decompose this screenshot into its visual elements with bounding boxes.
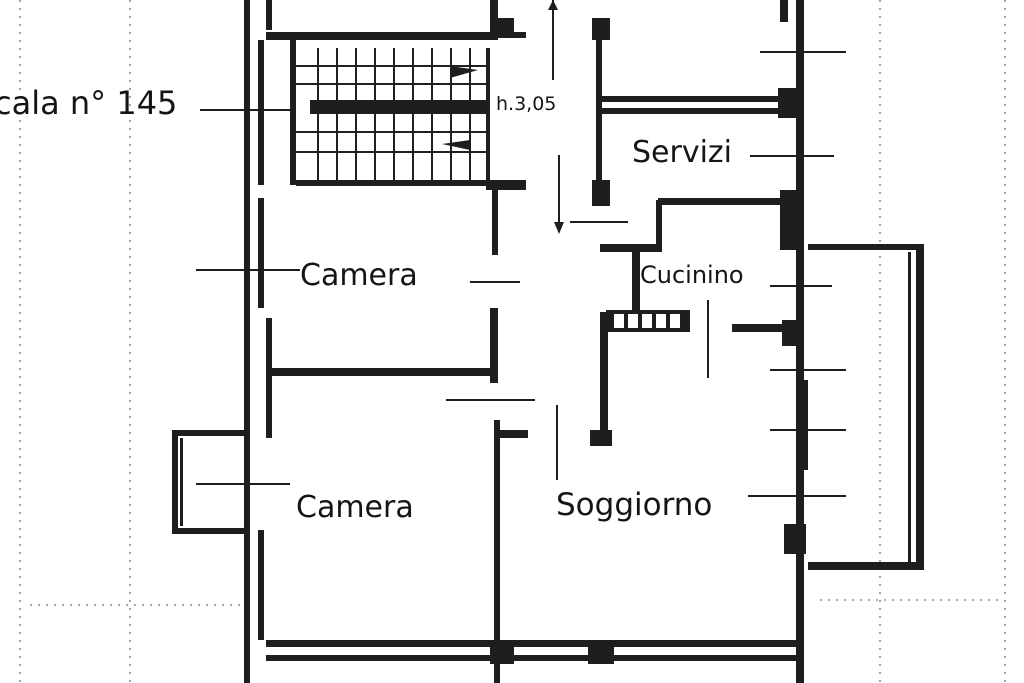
room-label-servizi: Servizi: [632, 135, 732, 170]
outer-wall-left: [244, 0, 272, 683]
room-label-camera-1: Camera: [300, 258, 418, 293]
room-label-soggiorno: Soggiorno: [556, 487, 712, 523]
height-label: h.3,05: [496, 93, 556, 115]
leader-lines: [196, 51, 846, 497]
bottom-walls: [266, 640, 800, 664]
counter-cell: [656, 314, 666, 328]
balcony-right: [784, 244, 924, 570]
counter-cell: [642, 314, 652, 328]
height-marker: [548, 0, 628, 234]
top-walls: [266, 0, 526, 40]
bay-window-left: [172, 430, 250, 534]
counter-hatch: [614, 314, 680, 328]
staircase: [290, 40, 526, 190]
room-label-cucinino: Cucinino: [640, 261, 744, 289]
corridor-walls: [272, 185, 558, 683]
counter-cell: [670, 314, 680, 328]
servizi-walls: [592, 0, 804, 683]
counter-cell: [628, 314, 638, 328]
stair-label: cala n° 145: [0, 84, 177, 122]
room-label-camera-2: Camera: [296, 490, 414, 525]
counter-cell: [614, 314, 624, 328]
